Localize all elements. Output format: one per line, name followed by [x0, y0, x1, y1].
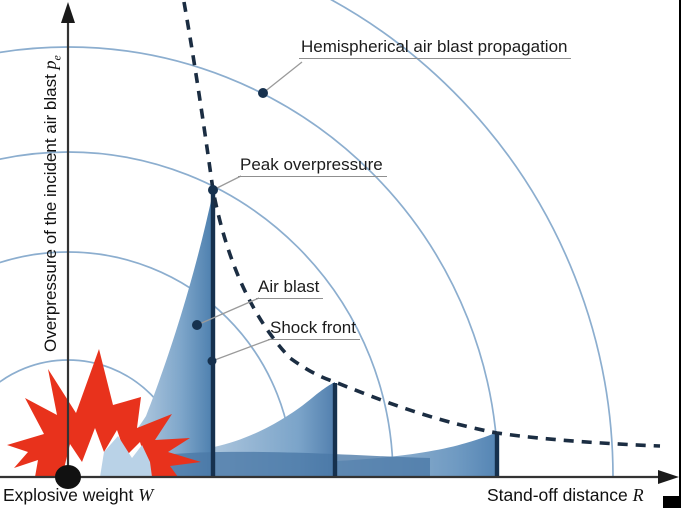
dot-shock-front: [207, 356, 217, 366]
explosion-icon: [7, 349, 201, 477]
leader-lines: [196, 61, 303, 362]
label-shock-front: Shock front: [268, 318, 360, 340]
x-axis-text: Stand-off distance: [487, 485, 628, 505]
peak-overpressure-curve: [182, 1, 661, 448]
x-axis-origin-label: Explosive weight W: [3, 485, 153, 506]
explosive-weight-symbol: W: [138, 485, 154, 505]
air-blast-profile-1: [68, 192, 213, 476]
label-peak-overpressure: Peak overpressure: [238, 155, 387, 177]
y-axis-text: Overpressure of the incident air blast: [41, 74, 60, 352]
overpressure-symbol: p: [40, 60, 60, 70]
y-axis-arrow: [61, 2, 75, 23]
leader-airblast: [196, 297, 260, 326]
explosion-inner-glow: [100, 436, 152, 477]
shock-front-lines: [210, 192, 500, 477]
leader-shockfront: [211, 338, 272, 362]
axes: [0, 2, 679, 489]
origin-dot: [55, 465, 81, 489]
leader-peak: [212, 175, 242, 191]
x-axis-arrow: [658, 470, 679, 484]
dot-peak-overpressure: [208, 185, 218, 195]
y-axis-label: Overpressure of the incident air blast p…: [40, 55, 64, 352]
label-air-blast: Air blast: [256, 277, 324, 299]
frame-right-border: [679, 0, 681, 508]
explosion-outer-star: [7, 349, 201, 477]
dot-hemispherical: [258, 88, 268, 98]
frame-corner-mark: [663, 496, 681, 508]
x-axis-origin-text: Explosive weight: [3, 485, 134, 505]
leader-hemispherical: [262, 61, 303, 94]
callout-dots: [192, 88, 268, 366]
overpressure-symbol-subscript: e: [49, 55, 64, 61]
dot-air-blast: [192, 320, 202, 330]
x-axis-label: Stand-off distance R: [487, 485, 644, 506]
standoff-distance-symbol: R: [632, 485, 644, 505]
label-hemispherical-propagation: Hemispherical air blast propagation: [299, 37, 572, 59]
